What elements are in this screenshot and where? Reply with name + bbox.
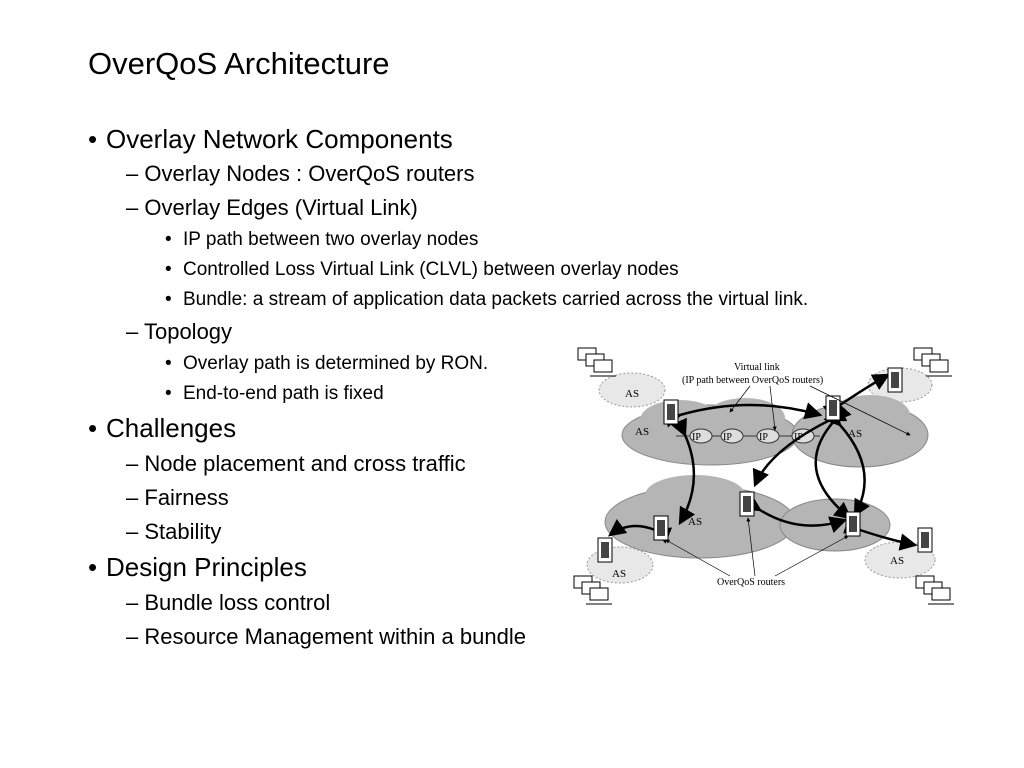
virtual-link-diagonal	[752, 405, 848, 488]
bullet-marker: •	[165, 383, 172, 404]
workstation-icon	[577, 347, 616, 377]
as-label: AS	[890, 555, 904, 567]
bullet-text: Topology	[143, 319, 233, 344]
workstation-icon	[915, 575, 954, 605]
bullet-text: End-to-end path is fixed	[183, 383, 384, 404]
routers-label: OverQoS routers	[717, 577, 785, 588]
virtual-link-annotation: Virtual link (IP path between OverQoS ro…	[682, 362, 911, 436]
router-icon	[597, 537, 613, 563]
bullet-overlay-network-components: • Overlay Network Components	[88, 124, 453, 155]
bullet-design-principles: • Design Principles	[88, 552, 307, 583]
as-label: AS	[688, 516, 702, 528]
router-icon	[739, 491, 755, 517]
virtual-link-left	[670, 417, 696, 526]
virtual-link-sublabel: (IP path between OverQoS routers)	[682, 375, 823, 386]
bullet-text: Overlay Network Components	[106, 124, 453, 154]
bullet-marker: •	[165, 353, 172, 374]
as-label: AS	[625, 388, 639, 400]
bullet-marker: •	[165, 259, 172, 280]
sub-bullet-resource-management: – Resource Management within a bundle	[126, 624, 526, 650]
dash-marker: –	[126, 485, 139, 510]
svg-text:IP: IP	[692, 432, 701, 443]
sub-bullet-node-placement: – Node placement and cross traffic	[126, 451, 466, 477]
dash-marker: –	[126, 319, 139, 344]
ip-node-1: IP	[689, 428, 713, 444]
bullet-text: IP path between two overlay nodes	[183, 229, 479, 250]
routers-annotation: OverQoS routers	[665, 517, 849, 588]
dash-marker: –	[126, 624, 139, 649]
detail-clvl: • Controlled Loss Virtual Link (CLVL) bet…	[165, 259, 679, 281]
router-icon	[917, 527, 933, 553]
router-icon	[845, 511, 861, 537]
bullet-marker: •	[88, 124, 98, 154]
as-label: AS	[612, 568, 626, 580]
dash-marker: –	[126, 161, 139, 186]
workstation-icon	[913, 347, 952, 377]
bullet-marker: •	[165, 289, 172, 310]
bullet-text: Bundle: a stream of application data pac…	[183, 289, 809, 310]
svg-text:IP: IP	[759, 432, 768, 443]
bullet-text: Stability	[144, 519, 222, 544]
bullet-text: Design Principles	[106, 552, 307, 582]
dash-marker: –	[126, 519, 139, 544]
sub-bullet-overlay-nodes: – Overlay Nodes : OverQoS routers	[126, 161, 475, 187]
router-icon	[663, 399, 679, 425]
sub-bullet-topology: – Topology	[126, 319, 232, 345]
virtual-link-bottom-right	[843, 516, 918, 551]
bullet-text: Bundle loss control	[144, 590, 331, 615]
dash-marker: –	[126, 590, 139, 615]
as-cloud-bottom-middle: AS	[604, 475, 796, 559]
bullet-text: Overlay Nodes : OverQoS routers	[144, 161, 475, 186]
virtual-links	[607, 373, 918, 551]
sub-bullet-stability: – Stability	[126, 519, 221, 545]
as-cloud-bottom-left: AS	[586, 546, 654, 584]
detail-overlay-path: • Overlay path is determined by RON.	[165, 353, 488, 375]
slide-title: OverQoS Architecture	[88, 46, 390, 81]
router-icon	[887, 367, 903, 393]
virtual-link-bottom	[742, 494, 848, 534]
ip-node-3: IP	[756, 428, 780, 444]
bullet-text: Overlay path is determined by RON.	[183, 353, 489, 374]
ip-node-2: IP	[720, 428, 744, 444]
dash-marker: –	[126, 195, 139, 220]
svg-text:IP: IP	[723, 432, 732, 443]
bullet-text: Overlay Edges (Virtual Link)	[144, 195, 418, 220]
detail-bundle: • Bundle: a stream of application data pa…	[165, 289, 808, 311]
as-cloud-top-left: AS	[598, 372, 666, 408]
bullet-text: Controlled Loss Virtual Link (CLVL) betw…	[183, 259, 679, 280]
bullet-marker: •	[88, 552, 98, 582]
sub-bullet-fairness: – Fairness	[126, 485, 229, 511]
virtual-link-right-outer	[823, 407, 870, 518]
sub-bullet-overlay-edges: – Overlay Edges (Virtual Link)	[126, 195, 418, 221]
virtual-link-bottom-left	[607, 519, 673, 544]
sub-bullet-bundle-loss: – Bundle loss control	[126, 590, 330, 616]
bullet-text: Resource Management within a bundle	[144, 624, 526, 649]
bullet-text: Node placement and cross traffic	[144, 451, 466, 476]
bullet-marker: •	[165, 229, 172, 250]
bullet-text: Fairness	[144, 485, 229, 510]
detail-ip-path: • IP path between two overlay nodes	[165, 229, 478, 251]
overqos-network-diagram: AS AS AS AS AS AS IP IP IP IP	[573, 347, 954, 605]
detail-end-to-end-path: • End-to-end path is fixed	[165, 383, 384, 405]
virtual-link-label: Virtual link	[734, 362, 780, 373]
as-label: AS	[635, 426, 649, 438]
dash-marker: –	[126, 451, 139, 476]
router-icon	[825, 395, 841, 421]
virtual-link-top-right	[822, 373, 891, 421]
workstation-icon	[573, 575, 612, 605]
router-icon	[653, 515, 669, 541]
bullet-marker: •	[88, 413, 98, 443]
bullet-challenges: • Challenges	[88, 413, 236, 444]
bullet-text: Challenges	[106, 413, 237, 443]
